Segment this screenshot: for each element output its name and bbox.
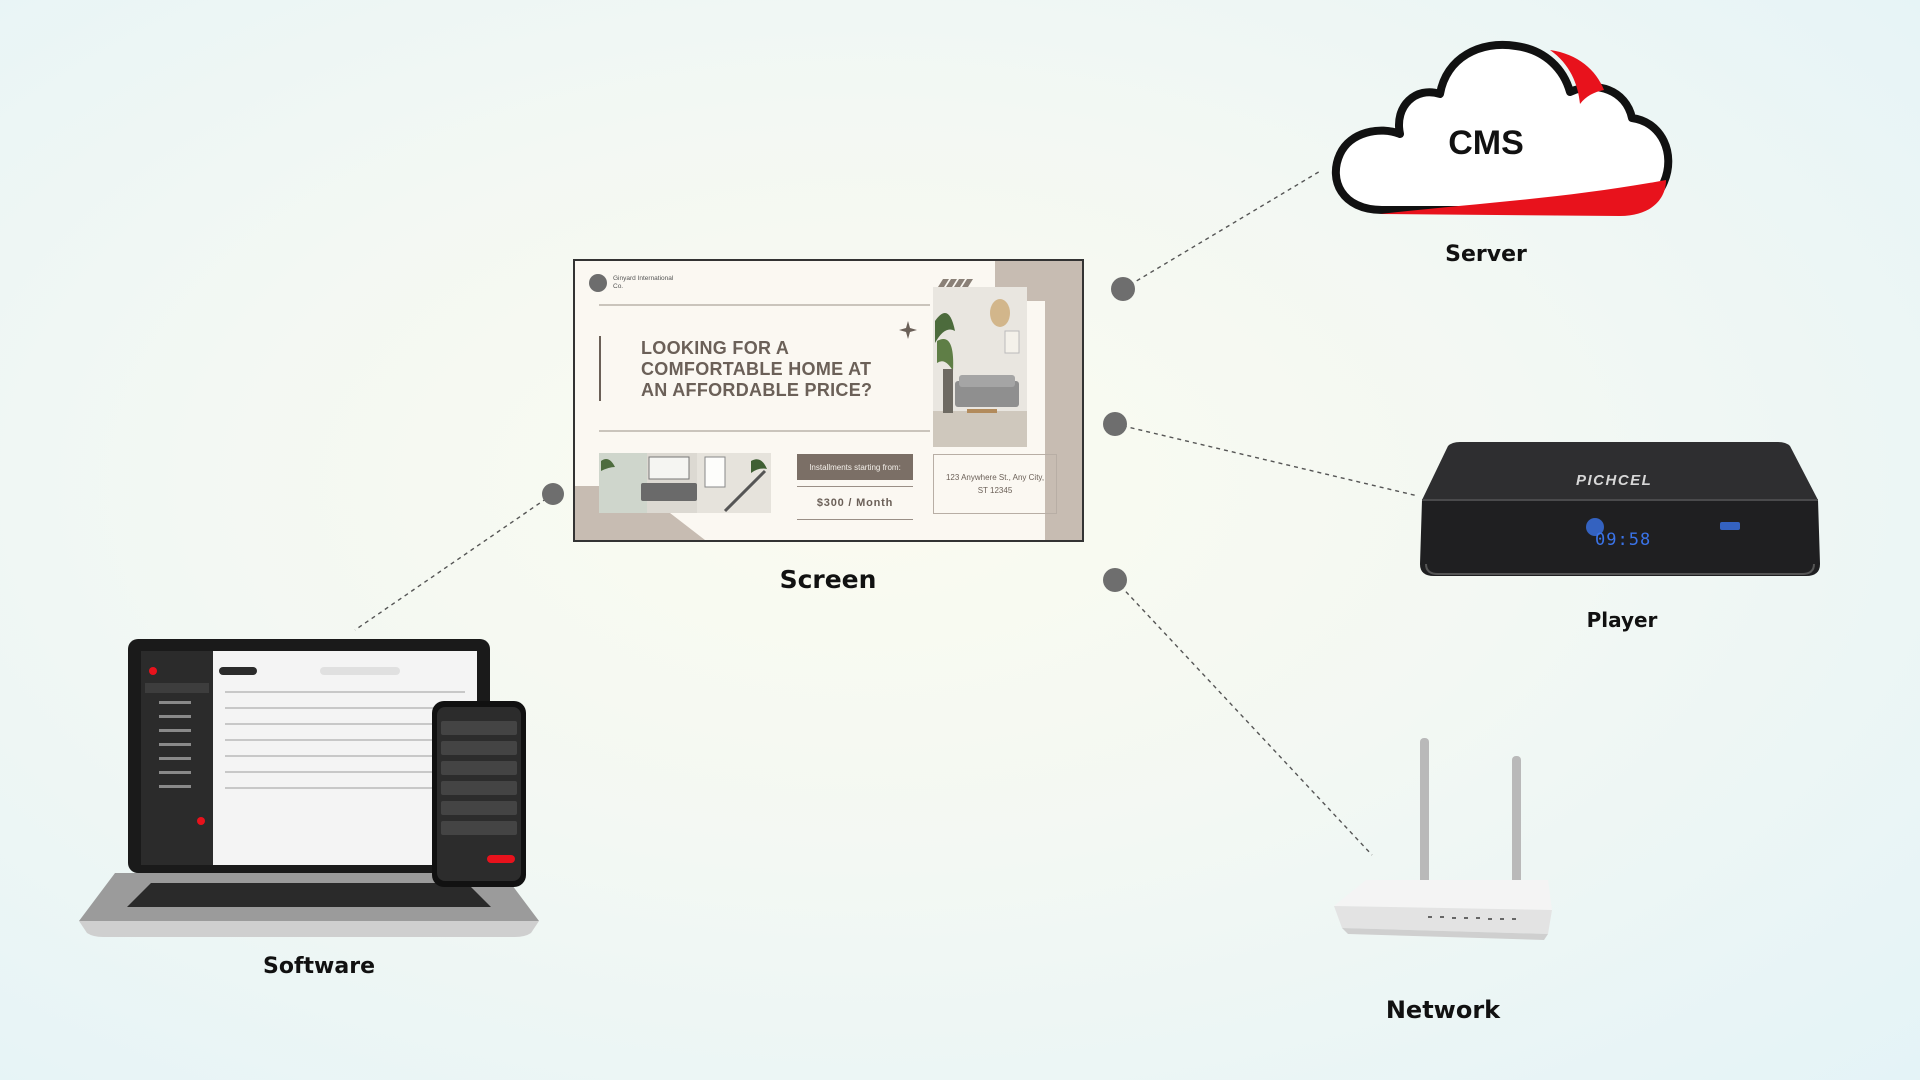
sparkle-icon [899,321,917,339]
screen-caption: Screen [779,565,877,594]
connector-dot-software [542,483,564,505]
laptop-software-icon [79,639,539,937]
signage-headline: LOOKING FOR A COMFORTABLE HOME AT AN AFF… [641,338,873,400]
interior-photo-strip [599,453,771,513]
brand-logo-icon [589,274,607,292]
cms-label: CMS [1448,124,1524,162]
connector-dot-network [1103,568,1127,592]
connector-screen-network [1114,579,1373,856]
software-caption: Software [263,954,375,979]
server-caption: Server [1445,242,1527,267]
wifi-router-icon [1334,738,1552,940]
cms-cloud-icon: CMS [1331,40,1673,216]
media-player-box-icon [1420,442,1820,576]
connector-screen-player [1114,423,1419,497]
signage-screen: Ginyard International Co. LOOKING FOR A … [573,259,1084,542]
signage-decor [575,261,1082,540]
signage-address: 123 Anywhere St., Any City, ST 12345 [933,454,1057,514]
signage-price-value: $300 / Month [797,486,913,520]
living-room-photo [933,287,1027,447]
connector-screen-software [354,493,554,631]
player-clock-display: 09:58 [1595,530,1652,550]
signage-brand-name: Ginyard International Co. [613,275,674,290]
connector-screen-server [1122,169,1323,290]
player-brand-label: PICHCEL [1576,472,1653,489]
network-caption: Network [1385,996,1501,1024]
connector-dot-server [1111,277,1135,301]
connector-dot-player [1103,412,1127,436]
signage-price-label: Installments starting from: [797,454,913,480]
player-caption: Player [1586,608,1658,632]
